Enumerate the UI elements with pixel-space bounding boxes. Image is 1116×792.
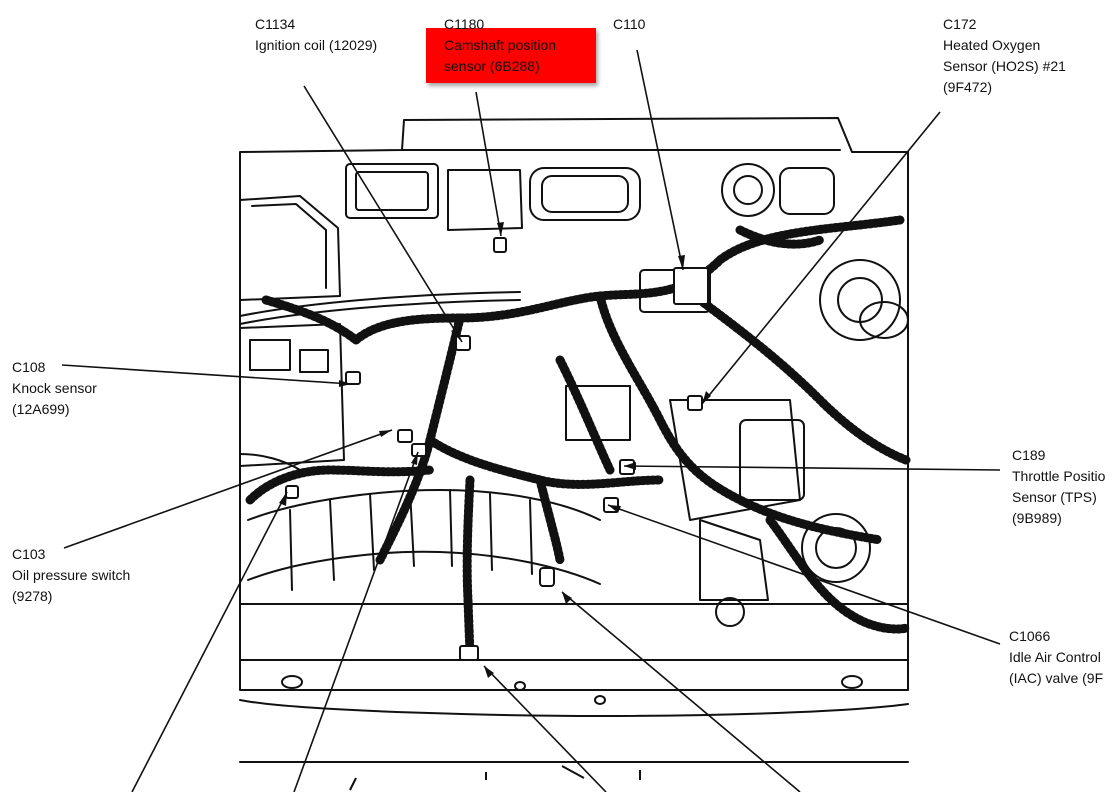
callout-c189: C189 Throttle Positio Sensor (TPS) (9B98… bbox=[1012, 445, 1105, 529]
callout-c172-line-1: Heated Oxygen bbox=[943, 37, 1041, 53]
callout-c1066-line-2: (IAC) valve (9F bbox=[1009, 670, 1104, 686]
callout-c1134-line-1: Ignition coil (12029) bbox=[255, 37, 378, 53]
callout-c172-line-2: Sensor (HO2S) #21 bbox=[943, 58, 1066, 74]
bumper bbox=[239, 699, 909, 717]
callout-c189-line-1: Throttle Positio bbox=[1012, 468, 1106, 484]
intake-tube bbox=[247, 489, 601, 521]
callout-c103-code: C103 bbox=[12, 546, 46, 562]
callout-c1134-code: C1134 bbox=[255, 16, 296, 32]
callout-c1066: C1066 Idle Air Control (IAC) valve (9F bbox=[1009, 626, 1103, 689]
callout-c110: C110 bbox=[613, 14, 645, 35]
callout-c103-line-2: (9278) bbox=[12, 588, 53, 604]
callout-c103: C103 Oil pressure switch (9278) bbox=[12, 544, 130, 607]
callout-c189-line-3: (9B989) bbox=[1012, 510, 1062, 526]
callout-c172-code: C172 bbox=[943, 16, 977, 32]
callout-c1180-line-1: Camshaft position bbox=[444, 37, 557, 53]
callout-c1066-line-1: Idle Air Control bbox=[1009, 649, 1101, 665]
callout-c189-code: C189 bbox=[1012, 447, 1046, 463]
callout-c1134: C1134 Ignition coil (12029) bbox=[255, 14, 377, 56]
front-crossmember bbox=[239, 659, 909, 691]
callout-c110-code: C110 bbox=[613, 16, 646, 32]
callout-c108-line-1: Knock sensor bbox=[12, 380, 97, 396]
callout-c172-line-3: (9F472) bbox=[943, 79, 993, 95]
callout-c108-line-2: (12A699) bbox=[12, 401, 70, 417]
callout-c172: C172 Heated Oxygen Sensor (HO2S) #21 (9F… bbox=[943, 14, 1066, 98]
callout-c1066-code: C1066 bbox=[1009, 628, 1051, 644]
highlight-box bbox=[426, 28, 596, 83]
callout-c1180: C1180 Camshaft position sensor (6B288) bbox=[444, 14, 556, 77]
callout-c1180-code: C1180 bbox=[444, 16, 485, 32]
callout-c189-line-2: Sensor (TPS) bbox=[1012, 489, 1097, 505]
callout-c1180-line-2: sensor (6B288) bbox=[444, 58, 540, 74]
callout-c108: C108 Knock sensor (12A699) bbox=[12, 357, 97, 420]
callout-c108-code: C108 bbox=[12, 359, 46, 375]
callout-c103-line-1: Oil pressure switch bbox=[12, 567, 131, 583]
